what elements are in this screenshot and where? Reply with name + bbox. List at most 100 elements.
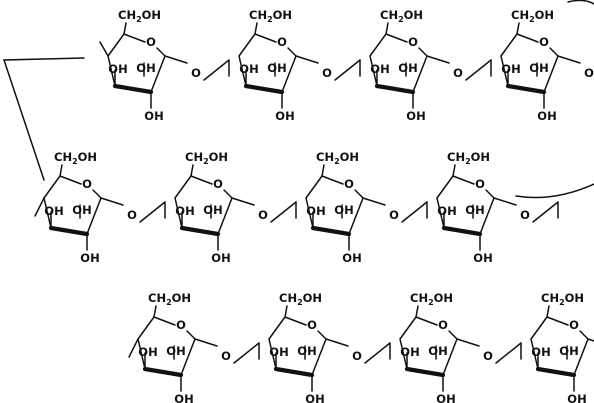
- ring-oxygen-label: O: [475, 177, 485, 191]
- ring-front-bond: [48, 225, 90, 237]
- ch2oh-label: CH2OH: [316, 150, 359, 166]
- chain-continuation-curve-middle: [515, 183, 594, 199]
- glycosidic-bond: [362, 197, 386, 206]
- glycosidic-bond: [493, 197, 517, 206]
- glycosidic-oxygen-label: O: [389, 208, 399, 222]
- glycosidic-bond: [587, 338, 594, 342]
- hydroxyl-label: OH: [136, 61, 155, 75]
- hydroxyl-label: OH: [275, 109, 294, 123]
- glycosidic-oxygen-label: O: [584, 66, 594, 80]
- hydroxyl-label: OH: [44, 204, 63, 218]
- ch2oh-label: CH2OH: [410, 291, 453, 307]
- glucose-unit: CH2OH O OH OH OH O: [305, 150, 428, 265]
- glycosidic-oxygen-label: O: [191, 66, 201, 80]
- hydroxyl-label: OH: [428, 344, 447, 358]
- hydroxyl-label: OH: [473, 251, 492, 265]
- ch2oh-bond: [123, 22, 127, 35]
- ring-front-bond: [505, 83, 547, 95]
- incoming-bond: [99, 41, 109, 57]
- ring-oxygen-label: O: [277, 35, 287, 49]
- glycosidic-bond: [532, 201, 559, 223]
- branch-link-line: [2, 57, 85, 181]
- hydroxyl-label: OH: [80, 251, 99, 265]
- hydroxyl-label: OH: [72, 203, 91, 217]
- glycosidic-bond: [295, 55, 319, 64]
- ch2oh-label: CH2OH: [185, 150, 228, 166]
- incoming-bond: [128, 338, 139, 358]
- glycosidic-oxygen-label: O: [127, 208, 137, 222]
- ch2oh-bond: [284, 305, 288, 318]
- ring-oxygen-label: O: [213, 177, 223, 191]
- hydroxyl-label: OH: [465, 203, 484, 217]
- glycosidic-bond: [456, 338, 480, 347]
- hydroxyl-label: OH: [342, 251, 361, 265]
- ch2oh-bond: [254, 22, 258, 35]
- glycosidic-bond: [139, 201, 166, 223]
- ring-front-bond: [142, 366, 184, 378]
- ring-oxygen-label: O: [176, 318, 186, 332]
- ch2oh-label: CH2OH: [511, 8, 554, 24]
- ring-front-bond: [374, 83, 416, 95]
- ch2oh-bond: [385, 22, 389, 35]
- hydroxyl-label: OH: [306, 204, 325, 218]
- hydroxyl-label: OH: [370, 62, 389, 76]
- chain-continuation-curve-top: [567, 0, 594, 5]
- ring-oxygen-label: O: [82, 177, 92, 191]
- glycosidic-oxygen-label: O: [520, 208, 530, 222]
- glycosidic-bond: [465, 59, 492, 81]
- ring-oxygen-label: O: [307, 318, 317, 332]
- glycosidic-bond: [557, 55, 581, 64]
- glycosidic-oxygen-label: O: [483, 349, 493, 363]
- hydroxyl-label: OH: [334, 203, 353, 217]
- glycosidic-bond: [164, 55, 188, 64]
- ch2oh-label: CH2OH: [118, 8, 161, 24]
- connectors: [2, 0, 594, 199]
- glycosidic-bond: [270, 201, 297, 223]
- glycosidic-bond: [231, 197, 255, 206]
- glycosidic-oxygen-label: O: [258, 208, 268, 222]
- incoming-bond: [34, 197, 45, 217]
- ring-front-bond: [179, 225, 221, 237]
- glycosidic-bond: [401, 201, 428, 223]
- ring-oxygen-label: O: [438, 318, 448, 332]
- hydroxyl-label: OH: [400, 345, 419, 359]
- ch2oh-bond: [190, 164, 194, 177]
- hydroxyl-label: OH: [406, 109, 425, 123]
- ch2oh-bond: [59, 164, 63, 177]
- ch2oh-bond: [452, 164, 456, 177]
- ring-oxygen-label: O: [344, 177, 354, 191]
- glycosidic-bond: [233, 342, 260, 364]
- ring-front-bond: [243, 83, 285, 95]
- ch2oh-label: CH2OH: [541, 291, 584, 307]
- ch2oh-label: CH2OH: [249, 8, 292, 24]
- glucose-unit: CH2OH O OH OH OH O: [43, 150, 166, 265]
- ch2oh-label: CH2OH: [54, 150, 97, 166]
- hydroxyl-label: OH: [175, 204, 194, 218]
- hydroxyl-label: OH: [211, 251, 230, 265]
- glycosidic-oxygen-label: O: [221, 349, 231, 363]
- glucose-unit: CH2OH O OH OH OH O: [174, 150, 297, 265]
- hydroxyl-label: OH: [203, 203, 222, 217]
- ring-front-bond: [273, 366, 315, 378]
- ch2oh-label: CH2OH: [148, 291, 191, 307]
- ch2oh-bond: [516, 22, 520, 35]
- ch2oh-bond: [546, 305, 550, 318]
- glycosidic-bond: [203, 59, 230, 81]
- glycosidic-bond: [426, 55, 450, 64]
- hydroxyl-label: OH: [174, 392, 193, 403]
- ring-oxygen-label: O: [539, 35, 549, 49]
- hydroxyl-label: OH: [138, 345, 157, 359]
